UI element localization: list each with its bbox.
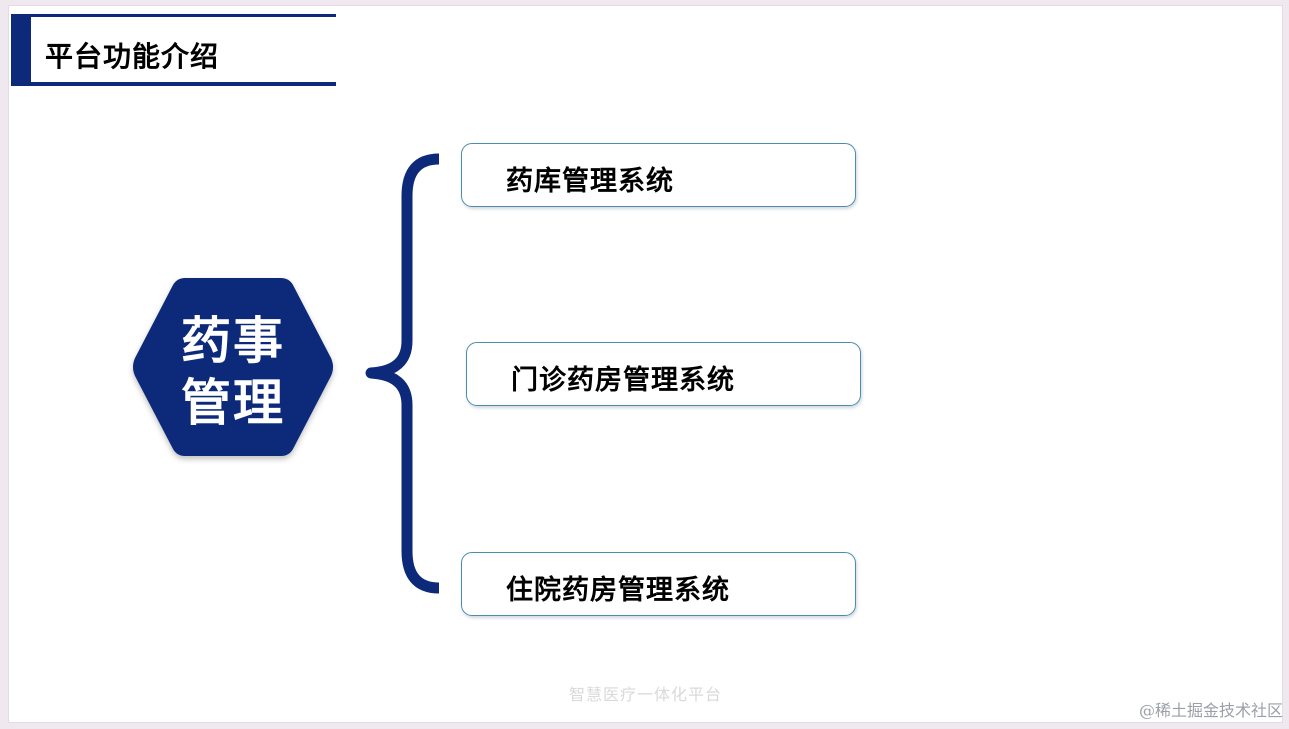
center-label-line1: 药事	[181, 312, 285, 370]
footer-text: 智慧医疗一体化平台	[568, 685, 722, 704]
module-box-outpatient[interactable]: 门诊药房管理系统	[466, 342, 861, 406]
hexagon-shape	[133, 278, 333, 456]
page-title: 平台功能介绍	[45, 40, 220, 73]
module-label: 门诊药房管理系统	[511, 365, 735, 396]
module-box-warehouse[interactable]: 药库管理系统	[461, 143, 856, 207]
module-label: 药库管理系统	[506, 166, 674, 197]
module-label: 住院药房管理系统	[506, 575, 730, 606]
center-label: 药事 管理	[127, 310, 339, 434]
title-accent-bar	[11, 14, 31, 82]
title-bar: 平台功能介绍	[11, 14, 336, 86]
curly-brace	[365, 153, 440, 594]
center-hexagon: 药事 管理	[127, 270, 339, 464]
center-label-line2: 管理	[181, 374, 285, 432]
title-top-line	[31, 14, 336, 17]
slide: 平台功能介绍 药事 管理 药库管理系统 门诊药房管理系统 住院药房管理系统 智慧…	[9, 6, 1282, 722]
watermark: @稀土掘金技术社区	[1138, 701, 1283, 720]
module-box-inpatient[interactable]: 住院药房管理系统	[461, 552, 856, 616]
